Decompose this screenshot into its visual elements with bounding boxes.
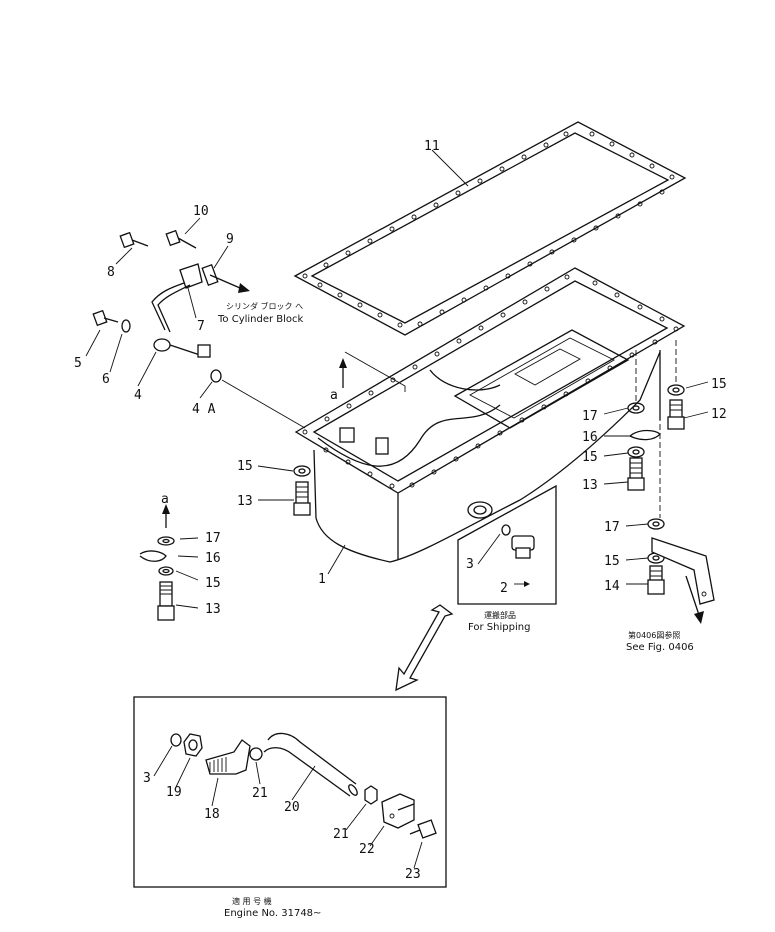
label-15-right: 15 [711,377,727,392]
label-16-right: 16 [582,430,598,445]
label-11: 11 [424,139,440,154]
gauge-assembly [92,229,250,383]
label-20: 20 [284,800,300,815]
note-fig-en: See Fig. 0406 [626,642,694,653]
double-arrow [395,604,454,692]
pan-bolt-left [293,465,311,516]
right-hardware-stacks [627,340,715,624]
label-4a: 4 A [192,402,216,417]
label-4: 4 [134,388,142,403]
label-23: 23 [405,867,421,882]
label-3-engine: 3 [143,771,151,786]
left-hardware-stack [139,504,175,621]
label-16-left: 16 [205,551,221,566]
label-14: 14 [604,579,620,594]
label-15-right3: 15 [604,554,620,569]
label-15-right2: 15 [582,450,598,465]
label-8: 8 [107,265,115,280]
part-labels: 11 10 9 8 7 5 6 4 4 A a 15 13 1 a 17 16 … [74,139,727,882]
label-3-shipping: 3 [466,557,474,572]
label-17-right2: 17 [604,520,620,535]
notes: シリンダ ブロック へ To Cylinder Block 運搬部品 For S… [217,301,694,919]
label-12: 12 [711,407,727,422]
label-6: 6 [102,372,110,387]
label-a-left: a [161,492,169,507]
shipping-parts-box [457,484,557,605]
arrow-a-pan [339,351,406,392]
label-13-right: 13 [582,478,598,493]
label-5: 5 [74,356,82,371]
label-17-left: 17 [205,531,221,546]
label-21-left: 21 [252,786,268,801]
label-2: 2 [500,581,508,596]
leader-lines [85,149,709,869]
label-7: 7 [197,319,205,334]
label-a-pan: a [330,388,338,403]
label-15-left2: 15 [205,576,221,591]
note-fig-jp: 第0406図参照 [628,630,680,640]
label-21-right: 21 [333,827,349,842]
label-9: 9 [226,232,234,247]
engine-parts-box [133,696,447,888]
note-cylinder-jp: シリンダ ブロック へ [226,301,303,311]
label-18: 18 [204,807,220,822]
label-10: 10 [193,204,209,219]
note-shipping-en: For Shipping [468,622,530,633]
label-13-left: 13 [237,494,253,509]
label-22: 22 [359,842,375,857]
oil-pan [294,267,686,563]
label-13-left2: 13 [205,602,221,617]
note-cylinder-en: To Cylinder Block [217,314,304,325]
note-shipping-jp: 運搬部品 [484,610,516,620]
label-19: 19 [166,785,182,800]
label-17-right: 17 [582,409,598,424]
oil-pan-gasket [293,121,687,336]
label-15-left: 15 [237,459,253,474]
label-1: 1 [318,572,326,587]
note-engine-en: Engine No. 31748~ [224,908,321,919]
note-engine-jp: 適 用 号 機 [232,896,272,906]
